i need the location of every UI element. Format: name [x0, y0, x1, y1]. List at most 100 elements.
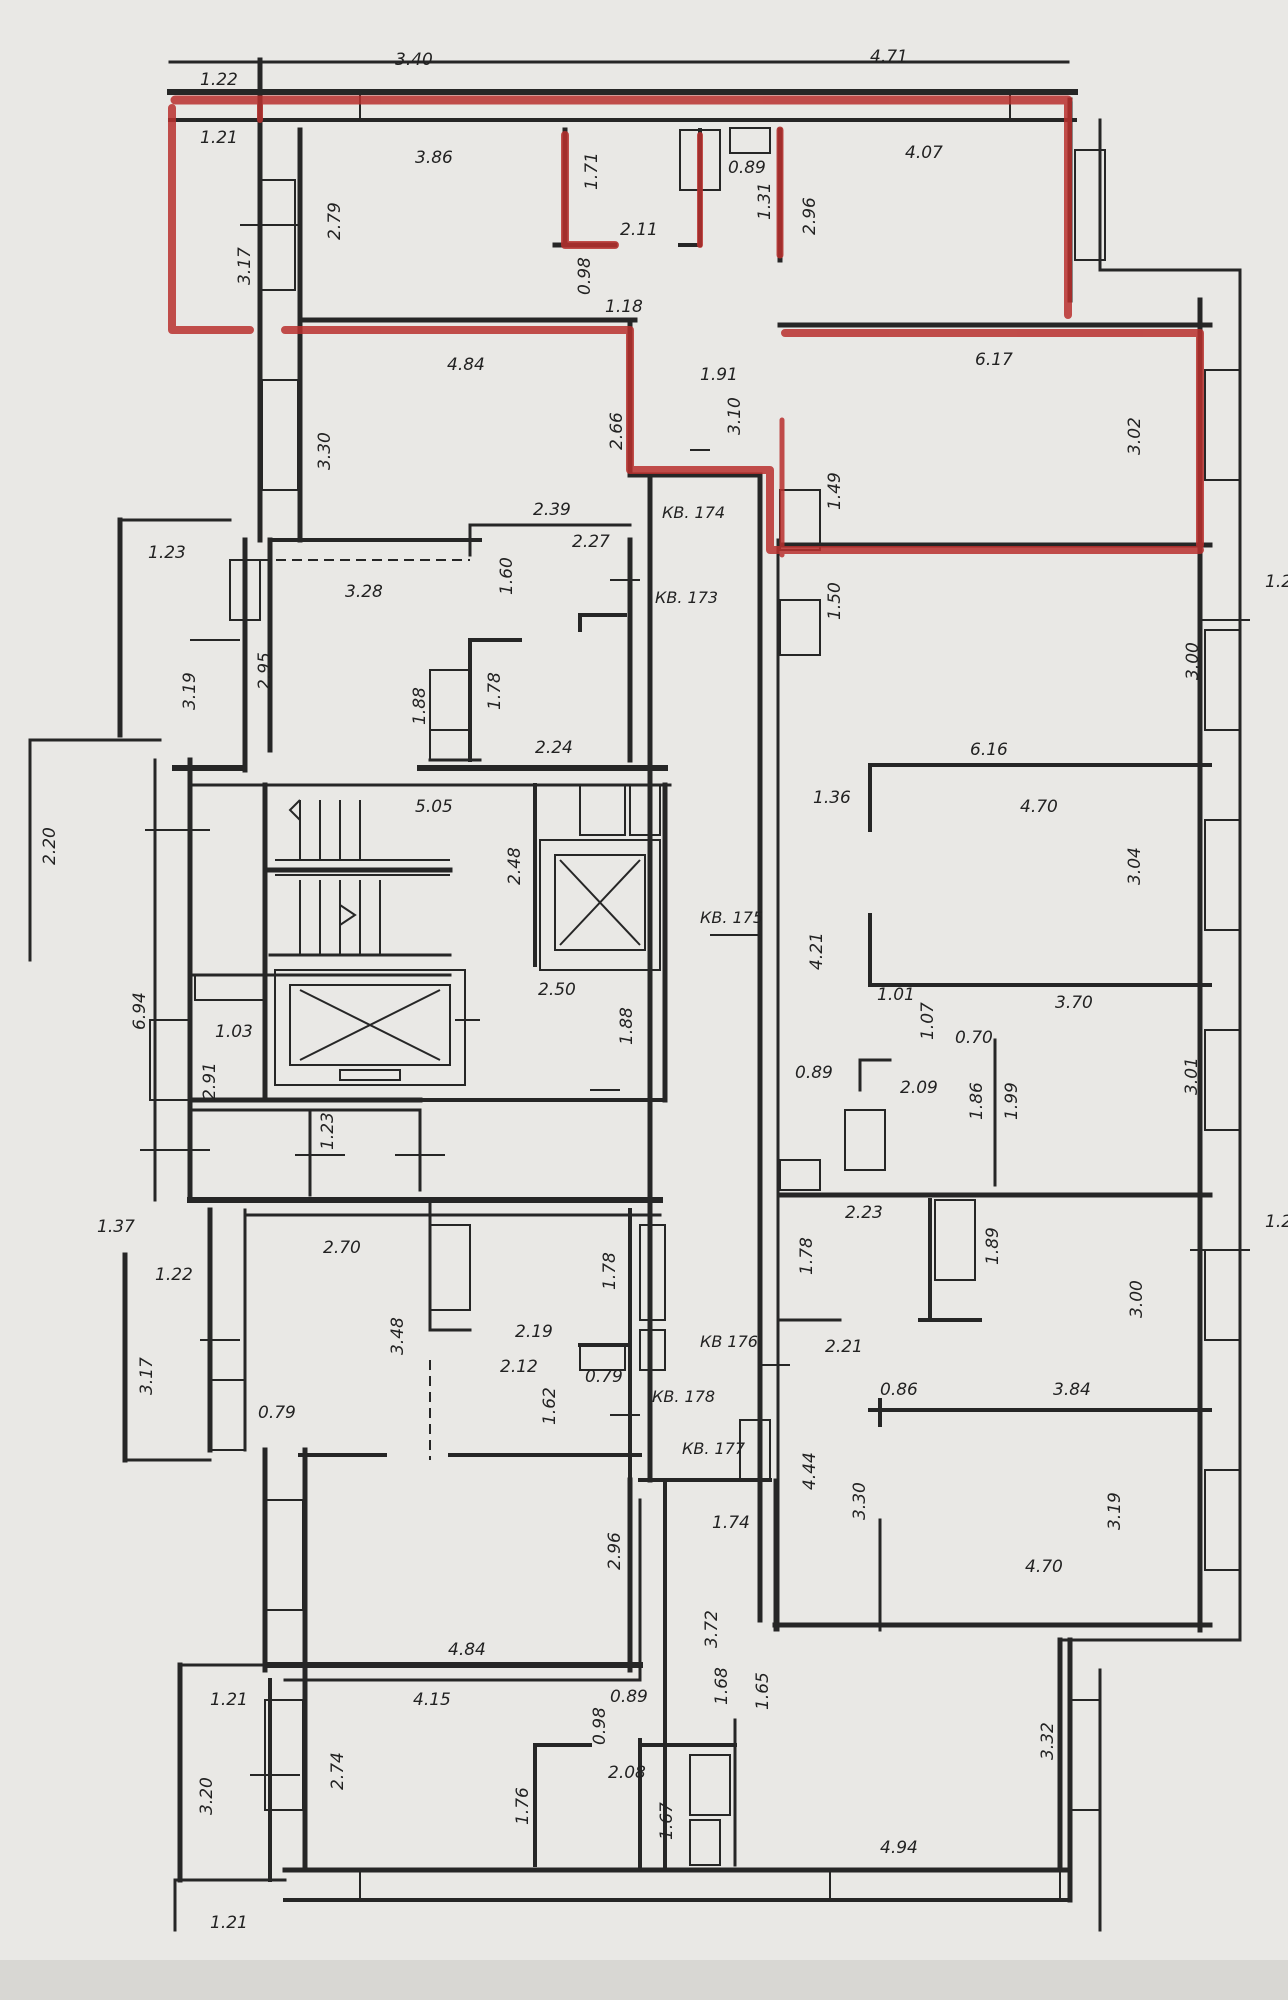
dim: 1.88 [410, 687, 430, 725]
dim: 0.98 [575, 257, 595, 295]
dim: 2.95 [255, 652, 275, 690]
dim: 2.39 [533, 500, 571, 520]
dim: 3.01 [1182, 1057, 1202, 1095]
dim: 0.79 [585, 1367, 623, 1387]
dim: 0.89 [728, 158, 766, 178]
dim: 1.71 [582, 152, 602, 190]
dim: 3.00 [1127, 1280, 1147, 1318]
dim: 0.89 [610, 1687, 648, 1707]
room-dimensions: 1.21 3.86 2.11 0.89 4.07 1.18 4.84 1.91 … [40, 128, 1288, 1933]
dim: 6.94 [130, 992, 150, 1030]
dim: 1.50 [825, 582, 845, 620]
dim: 3.00 [1183, 642, 1203, 680]
dim: 1.03 [215, 1022, 253, 1042]
dim: 2.91 [200, 1062, 220, 1100]
stairwell [274, 799, 661, 1086]
dim: 1.21 [210, 1913, 248, 1933]
dim: 6.17 [975, 350, 1013, 370]
dim: 1.74 [712, 1513, 750, 1533]
dim: 2.24 [535, 738, 573, 758]
dim: 3.19 [1105, 1492, 1125, 1530]
apartment-label-174: КВ. 174 [662, 503, 725, 522]
dim: 0.79 [258, 1403, 296, 1423]
dim: 0.70 [955, 1028, 993, 1048]
apartment-label-178: КВ. 178 [652, 1387, 715, 1406]
dim: 1.23 [148, 543, 186, 563]
dim: 3.32 [1038, 1722, 1058, 1760]
sheet-bottom-shadow [0, 1960, 1288, 2000]
dim: 3.28 [345, 582, 383, 602]
dim: 3.19 [180, 672, 200, 710]
dim-3-40-top: 3.40 [395, 50, 433, 70]
dim: 1.99 [1002, 1082, 1022, 1120]
dim: 1.68 [712, 1667, 732, 1705]
dim: 1.22 [155, 1265, 193, 1285]
dim: 0.86 [880, 1380, 918, 1400]
dim: 4.94 [880, 1838, 918, 1858]
dim: 3.72 [702, 1610, 722, 1648]
dim: 2.20 [40, 827, 60, 865]
dim: 4.70 [1020, 797, 1058, 817]
dim: 2.70 [323, 1238, 361, 1258]
dim: 2.50 [538, 980, 576, 1000]
dim: 3.84 [1053, 1380, 1091, 1400]
dim: 1.37 [97, 1217, 135, 1237]
dim: 3.70 [1055, 993, 1093, 1013]
windows [149, 91, 1241, 1901]
dim: 2.27 [572, 532, 610, 552]
dim: 1.18 [605, 297, 643, 317]
dim: 1.65 [753, 1672, 773, 1710]
dim: 1.91 [700, 365, 738, 385]
dim: 3.17 [137, 1357, 157, 1395]
dim: 3.17 [235, 247, 255, 285]
dim-1-22-top: 1.22 [200, 70, 238, 90]
dim: 3.20 [197, 1777, 217, 1815]
dim: 1.62 [540, 1387, 560, 1425]
apartment-labels: КВ. 174 КВ. 173 КВ. 175 КВ 176 КВ. 178 К… [652, 503, 763, 1458]
dim: 3.30 [850, 1482, 870, 1520]
dimension-ticks [140, 224, 1250, 1776]
dim: 2.48 [505, 847, 525, 885]
dim: 2.23 [845, 1203, 883, 1223]
dim: 1.01 [877, 985, 915, 1005]
dim: 2.74 [328, 1752, 348, 1790]
dim: 1.76 [513, 1787, 533, 1825]
dim: 3.04 [1125, 847, 1145, 885]
dim: 2.12 [500, 1357, 538, 1377]
dim: 1.21 [210, 1690, 248, 1710]
dim: 4.44 [800, 1452, 820, 1490]
dim: 2.21 [825, 1337, 863, 1357]
fixtures [194, 127, 976, 1866]
dim: 4.15 [413, 1690, 451, 1710]
dim: 5.05 [415, 797, 453, 817]
dim: 1.60 [497, 557, 517, 595]
dim: 2.96 [800, 197, 820, 235]
dim: 2.08 [608, 1763, 646, 1783]
dim: 4.21 [807, 932, 827, 970]
dim: 3.48 [388, 1317, 408, 1355]
dim: 2.09 [900, 1078, 938, 1098]
dim: 2.66 [607, 412, 627, 450]
apartment-label-176: КВ 176 [700, 1332, 758, 1351]
dim: 2.96 [605, 1532, 625, 1570]
top-dimensions: 1.22 3.40 4.71 [200, 47, 908, 90]
dim: 3.86 [415, 148, 453, 168]
dim: 1.78 [485, 672, 505, 710]
dim: 1.49 [825, 472, 845, 510]
apartment-outline-highlight [168, 95, 1204, 558]
dim: 1.07 [918, 1002, 938, 1040]
dim: 1.86 [967, 1082, 987, 1120]
dim-4-71-top: 4.71 [870, 47, 908, 67]
zone-dashes [260, 559, 470, 1460]
dim: 4.84 [448, 1640, 486, 1660]
dim: 0.98 [590, 1707, 610, 1745]
dim: 1.88 [617, 1007, 637, 1045]
dim: 1.78 [600, 1252, 620, 1290]
dim: 0.89 [795, 1063, 833, 1083]
dim: 2.19 [515, 1322, 553, 1342]
dim: 1.78 [797, 1237, 817, 1275]
dim: 1.36 [813, 788, 851, 808]
dim: 4.07 [905, 143, 943, 163]
dim: 2.79 [325, 202, 345, 240]
